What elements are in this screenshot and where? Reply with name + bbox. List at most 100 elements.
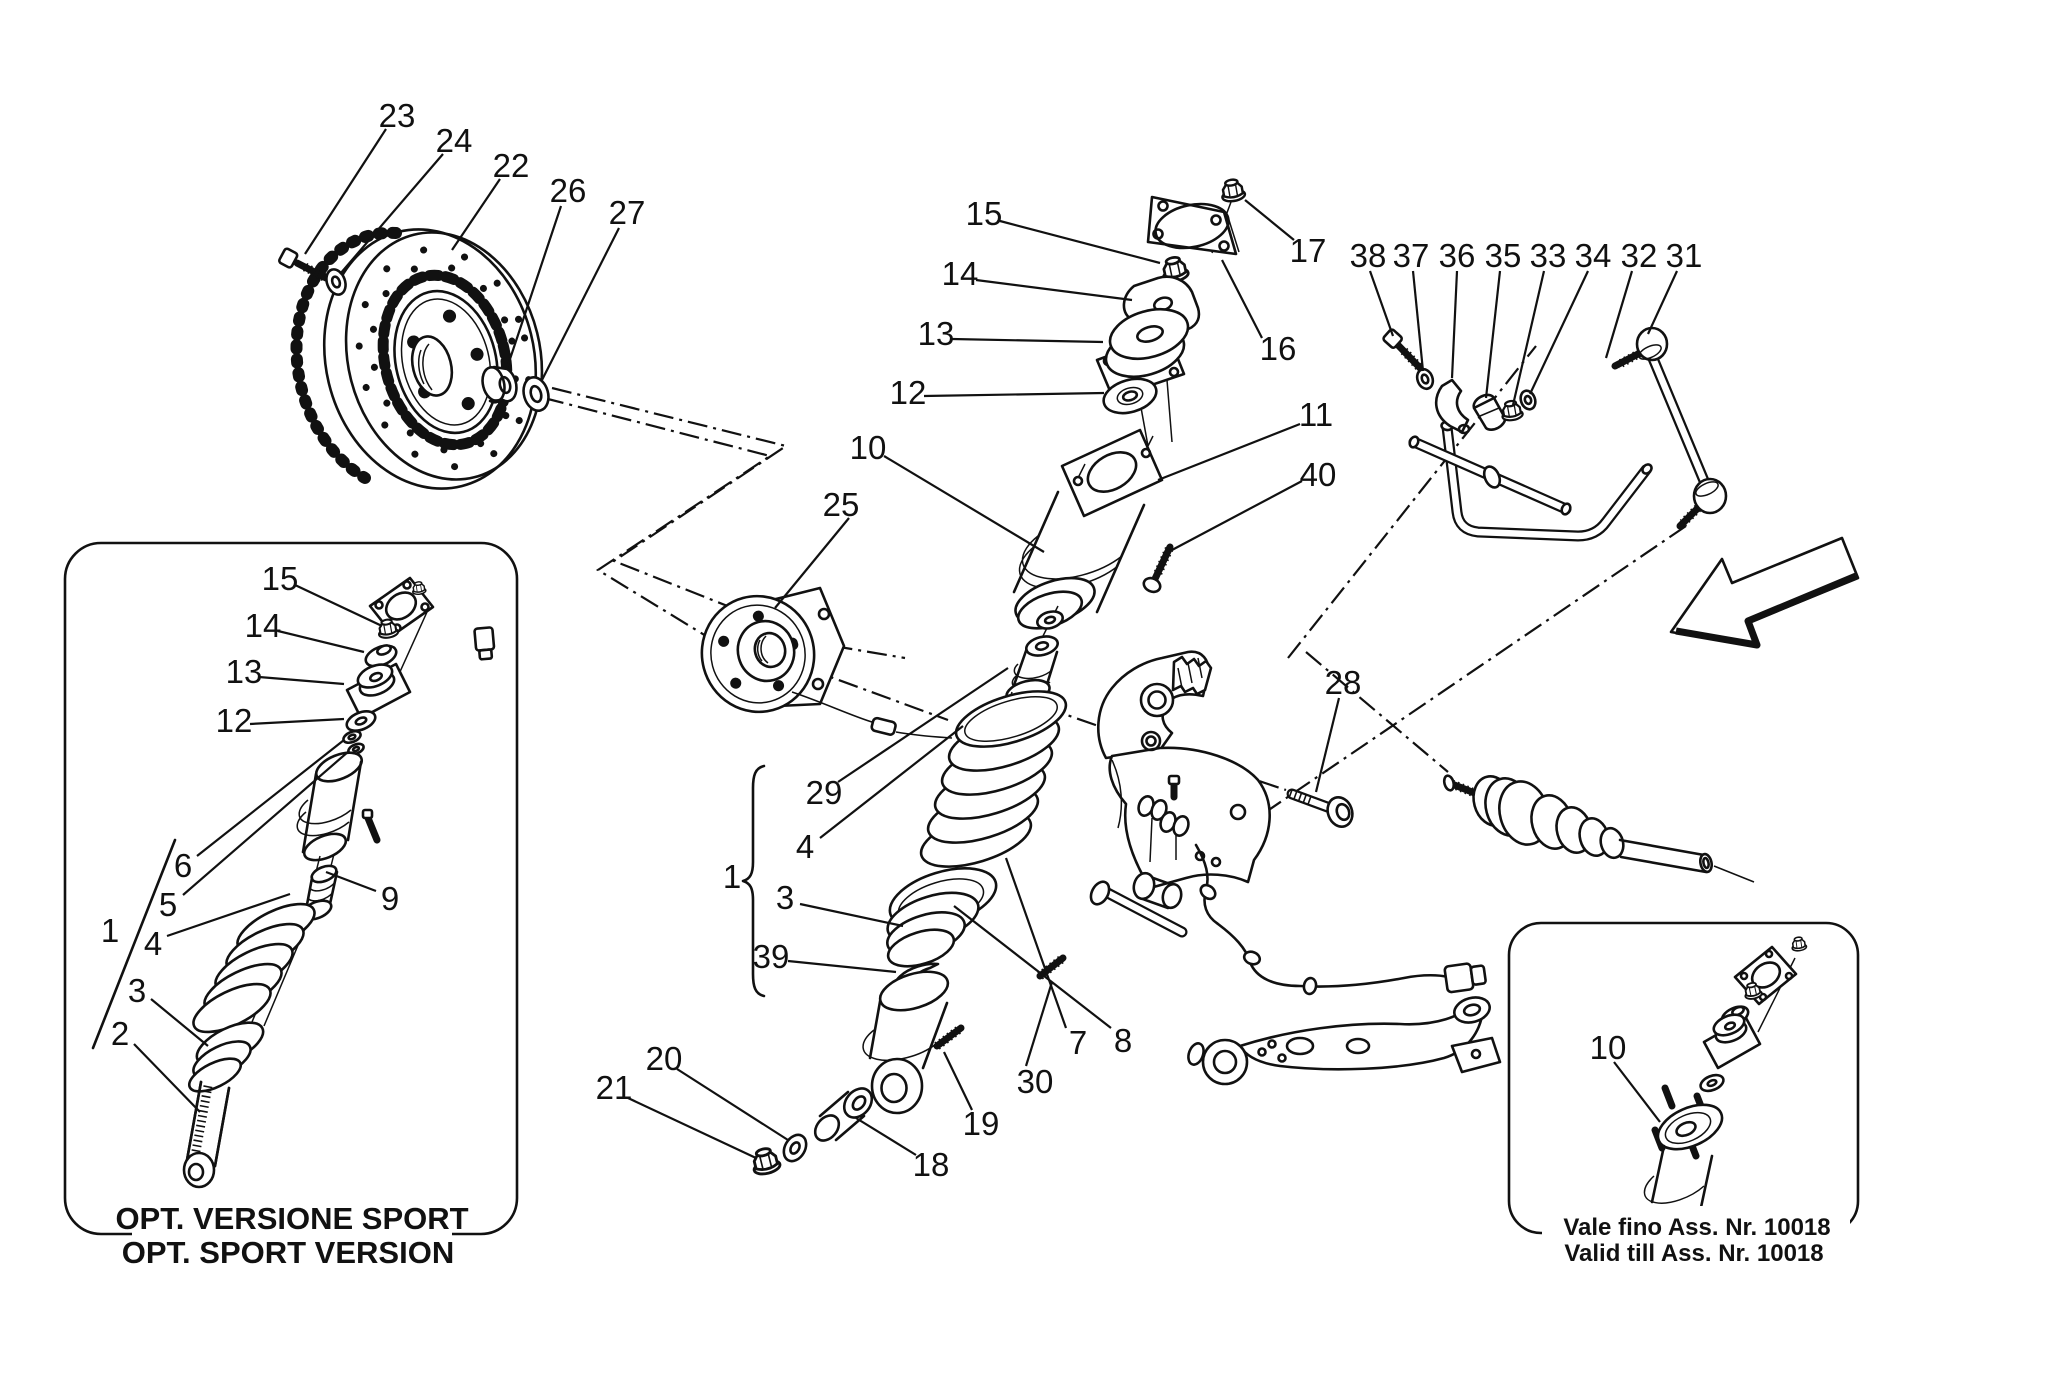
callout-3: 3	[128, 972, 146, 1009]
leader-13	[258, 675, 345, 686]
leader-13	[951, 337, 1104, 344]
callout-28: 28	[1325, 664, 1362, 701]
bracket-nut-17	[1218, 176, 1248, 205]
leader-14	[277, 629, 365, 654]
leader-18	[855, 1117, 917, 1156]
leader-3	[150, 998, 209, 1047]
leader-38	[1368, 270, 1395, 337]
callout-38: 38	[1350, 237, 1387, 274]
leader-29	[837, 667, 1009, 783]
callout-4: 4	[796, 828, 814, 865]
driveshaft	[1442, 774, 1713, 874]
caption-backing	[132, 1194, 452, 1268]
leader-16	[1221, 259, 1263, 339]
callout-2: 2	[111, 1015, 129, 1052]
callout-34: 34	[1575, 237, 1612, 274]
leader-17	[1244, 199, 1295, 241]
callout-20: 20	[646, 1040, 683, 1077]
drop-link-31	[1611, 326, 1728, 530]
callout-14: 14	[245, 607, 282, 644]
callout-35: 35	[1485, 237, 1522, 274]
callout-5: 5	[159, 886, 177, 923]
shock-lower-body	[862, 970, 950, 1115]
callout-25: 25	[823, 486, 860, 523]
leader-9	[325, 870, 377, 893]
callout-13: 13	[918, 315, 955, 352]
bolt-40	[1142, 543, 1175, 594]
sport-caption-line1: OPT. VERSIONE SPORT	[115, 1201, 468, 1236]
leader-28	[1314, 697, 1341, 793]
leader-33	[1511, 270, 1546, 406]
callout-22: 22	[493, 147, 530, 184]
leader-10	[1613, 1061, 1661, 1123]
callout-21: 21	[596, 1069, 633, 1106]
callout-7: 7	[1069, 1024, 1087, 1061]
abs-connector	[1443, 962, 1487, 994]
wheel-hub	[700, 586, 953, 739]
direction-arrow	[1669, 536, 1860, 649]
leader-7	[1004, 857, 1068, 1029]
leader-25	[774, 517, 850, 609]
leader-37	[1411, 270, 1425, 372]
callout-40: 40	[1300, 456, 1337, 493]
abs-sensor-cable	[1194, 843, 1487, 996]
valid-till-inset: Vale fino Ass. Nr. 10018 Valid till Ass.…	[1507, 921, 1860, 1268]
leader-5	[182, 750, 350, 896]
washer-37	[1415, 367, 1435, 391]
callout-24: 24	[436, 122, 473, 159]
callout-15: 15	[966, 195, 1003, 232]
leader-10	[883, 455, 1045, 553]
upper-bracket-plate-16	[1146, 195, 1240, 256]
leader-23	[304, 128, 387, 255]
bar-clamp-36	[1434, 378, 1471, 435]
callout-33: 33	[1530, 237, 1567, 274]
callout-14: 14	[942, 255, 979, 292]
leader-26	[505, 205, 563, 369]
leader-8	[953, 905, 1112, 1029]
sport-version-inset: OPT. VERSIONE SPORT OPT. SPORT VERSION	[63, 541, 519, 1270]
leader-22	[451, 178, 501, 251]
spring-seat-3	[886, 867, 998, 968]
leader-6	[196, 739, 345, 857]
leader-19	[943, 1051, 973, 1111]
shock-upper-mount-stack	[741, 176, 1248, 1178]
shock-body-10-11	[1012, 428, 1164, 630]
leader-14	[975, 278, 1133, 302]
leader-39	[787, 959, 897, 974]
callout-23: 23	[379, 97, 416, 134]
leader-27	[541, 227, 620, 381]
leader-32	[1604, 270, 1634, 359]
caption-backing	[1542, 1206, 1850, 1268]
leader-24	[339, 153, 444, 275]
nut-33	[1498, 398, 1525, 423]
callout-30: 30	[1017, 1063, 1054, 1100]
leader-21	[627, 1097, 757, 1159]
callout-29: 29	[806, 774, 843, 811]
callout-16: 16	[1260, 330, 1297, 367]
early-shock-top	[1643, 935, 1808, 1214]
link-bushings	[1137, 795, 1190, 837]
leader-2	[133, 1043, 201, 1113]
rubber-mount-13	[1095, 307, 1190, 400]
callout-12: 12	[890, 374, 927, 411]
callout-17: 17	[1290, 232, 1327, 269]
leader-15	[294, 584, 383, 627]
group-line-1	[91, 838, 177, 1050]
washer-12	[1102, 377, 1158, 415]
sport-shock-absorber	[91, 550, 496, 1189]
leader-3	[799, 902, 904, 928]
leader-4	[166, 892, 291, 938]
callout-18: 18	[913, 1146, 950, 1183]
callout-8: 8	[1114, 1022, 1132, 1059]
lower-control-arm	[1089, 880, 1502, 1086]
leader-36	[1450, 270, 1459, 379]
callout-3: 3	[776, 879, 794, 916]
leader-35	[1484, 270, 1502, 399]
callout-36: 36	[1439, 237, 1476, 274]
brake-disc	[290, 226, 544, 490]
anti-roll-bar	[1382, 326, 1728, 542]
stud-19	[933, 1024, 965, 1050]
valid-caption-line1: Vale fino Ass. Nr. 10018	[1563, 1214, 1830, 1241]
callout-1: 1	[723, 858, 741, 895]
